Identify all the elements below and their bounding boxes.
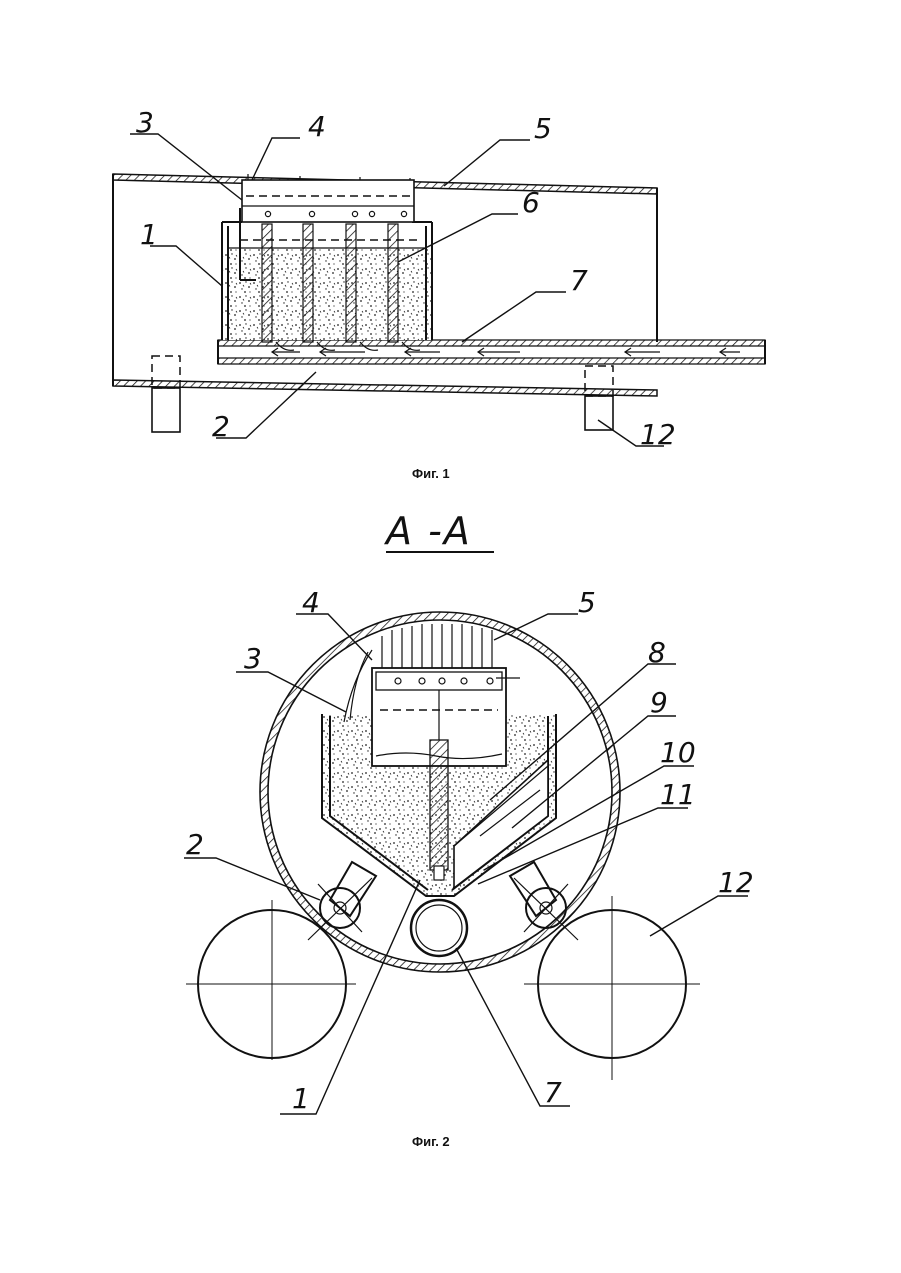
- label-11: 11: [660, 778, 696, 811]
- caption-fig1: Фиг. 1: [412, 466, 450, 481]
- label-6: 6: [522, 186, 540, 219]
- label-3: 3: [244, 642, 262, 675]
- label-2: 2: [212, 410, 230, 443]
- label-7: 7: [570, 264, 588, 297]
- figure-2: 4 5 3 8 9 10 11 2 12 1 7 Фиг. 2: [184, 586, 754, 1149]
- label-12: 12: [718, 866, 754, 899]
- pipe-7: [218, 340, 765, 364]
- label-4: 4: [302, 586, 320, 619]
- label-2: 2: [186, 828, 204, 861]
- label-5: 5: [534, 112, 552, 145]
- label-1: 1: [140, 218, 158, 251]
- label-1: 1: [292, 1082, 310, 1115]
- section-title: А -А: [383, 509, 494, 553]
- label-3: 3: [136, 106, 154, 139]
- label-7: 7: [544, 1076, 562, 1109]
- label-9: 9: [650, 686, 668, 719]
- pipe-7: [411, 900, 467, 956]
- label-8: 8: [648, 636, 666, 669]
- label-5: 5: [578, 586, 596, 619]
- caption-fig2: Фиг. 2: [412, 1134, 450, 1149]
- section-label: А -А: [383, 509, 472, 553]
- label-4: 4: [308, 110, 326, 143]
- label-12: 12: [640, 418, 676, 451]
- figure-1: 3 4 5 6 1 7 2 12 Фиг. 1: [113, 106, 765, 481]
- label-10: 10: [660, 736, 696, 769]
